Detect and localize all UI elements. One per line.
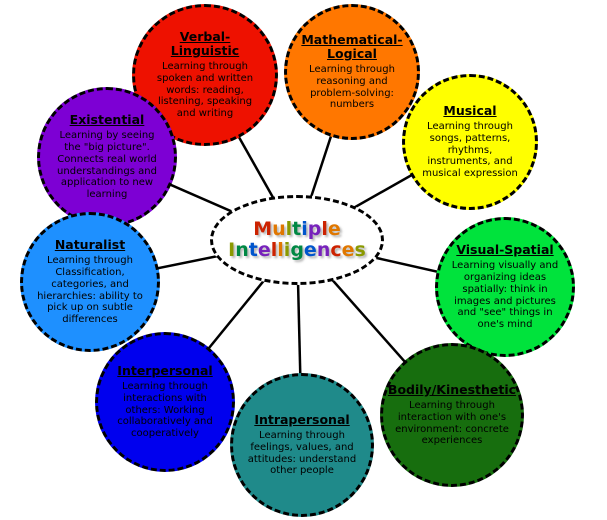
node-description: Learning through reasoning and problem-s… [309,63,395,111]
node-description: Learning through spoken and written word… [156,61,254,120]
node-intrapersonal: Intrapersonal Learning through feelings,… [230,373,374,517]
node-description: Learning through Classification, categor… [37,255,143,326]
center-ellipse: Multiple Intelligences [210,195,384,285]
center-title: Multiple Intelligences [228,218,366,261]
node-title: Interpersonal [117,363,213,378]
node-description: Learning through interactions with other… [117,381,213,440]
node-title: Intrapersonal [254,411,350,427]
node-visual-spatial: Visual-Spatial Learning visually and org… [435,217,575,357]
node-title: Mathematical-Logical [301,31,403,61]
node-description: Learning by seeing the "big picture". Co… [57,130,157,201]
node-mathematical-logical: Mathematical-Logical Learning through re… [284,4,420,140]
node-description: Learning through interaction with one's … [395,399,509,447]
node-naturalist: Naturalist Learning through Classificati… [20,212,160,352]
node-description: Learning through feelings, values, and a… [247,429,357,477]
node-title: Visual-Spatial [456,242,554,258]
node-title: Verbal-Linguistic [170,29,240,58]
node-title: Bodily/Kinesthetic [387,381,517,397]
node-interpersonal: Interpersonal Learning through interacti… [95,332,235,472]
node-existential: Existential Learning by seeing the "big … [37,87,177,227]
node-bodily-kinesthetic: Bodily/Kinesthetic Learning through inte… [380,343,524,487]
node-description: Learning visually and organizing ideas s… [451,260,559,331]
node-title: Naturalist [54,237,126,253]
node-title: Musical [443,103,497,118]
node-musical: Musical Learning through songs, patterns… [402,74,538,210]
node-description: Learning through songs, patterns, rhythm… [422,121,518,180]
node-title: Existential [69,112,145,128]
